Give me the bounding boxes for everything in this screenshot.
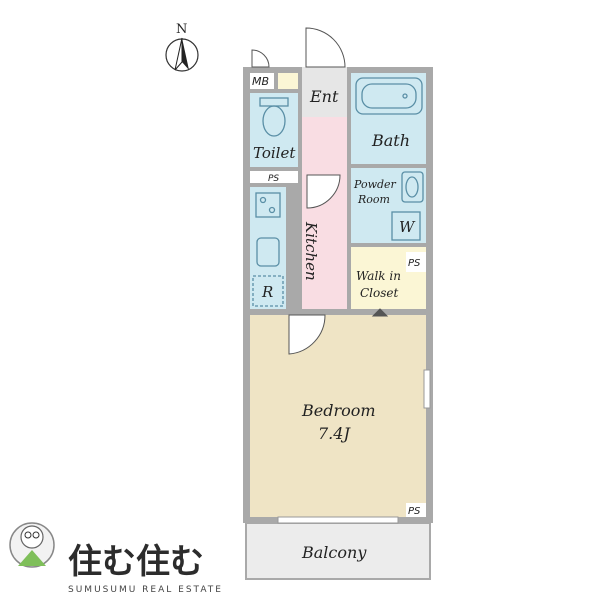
mb-room [250, 73, 274, 89]
bedroom-label: Bedroom [301, 401, 376, 420]
compass-needle-icon [182, 38, 189, 70]
mb-closet [278, 73, 298, 89]
washer-label: W [399, 218, 416, 236]
balcony-window [277, 516, 399, 524]
mascot-glasses-left-icon [24, 531, 32, 539]
powder-door [306, 174, 341, 209]
bedroom-door [288, 314, 326, 355]
closet-label-line1: Walk in [356, 269, 401, 283]
burner-1-icon [259, 196, 267, 204]
mb-door [251, 49, 270, 68]
powder-room [351, 168, 426, 243]
washbasin-bowl-icon [405, 176, 419, 198]
bedroom-size-label: 7.4J [318, 424, 351, 443]
ent-label: Ent [309, 87, 339, 106]
fridge-space-icon [252, 275, 284, 307]
closet-door-marker [371, 308, 389, 317]
powder-label-line1: Powder [353, 178, 397, 191]
ps-bedroom-box [406, 503, 426, 517]
closet-label-line2: Closet [360, 286, 399, 300]
mascot-glasses-right-icon [32, 531, 40, 539]
bathtub-inner [361, 83, 417, 109]
kitchen-area [302, 117, 347, 309]
compass: N [165, 22, 199, 72]
ps-toilet-label: PS [268, 174, 279, 184]
bath-label: Bath [371, 131, 410, 150]
toilet-room [250, 93, 298, 167]
entrance-area [302, 67, 347, 117]
mascot-tie-icon [18, 550, 46, 566]
bedroom-side-window [423, 369, 431, 409]
bath-room [351, 73, 426, 164]
toilet-label: Toilet [253, 144, 296, 162]
ps-bedroom-label: PS [408, 506, 421, 517]
fridge-label: R [261, 283, 273, 301]
bath-drain-icon [402, 93, 408, 99]
ps-closet-box [406, 252, 426, 272]
toilet-bowl-icon [262, 105, 286, 137]
washer-icon [391, 211, 421, 241]
stove-icon [255, 192, 281, 218]
powder-label-line2: Room [357, 193, 390, 206]
ps-toilet-box [250, 171, 298, 183]
bedroom-area [250, 315, 426, 517]
mascot-face-icon [20, 525, 44, 549]
compass-needle-outline [174, 37, 183, 71]
sink-icon [256, 237, 280, 267]
brand-subtitle: SUMUSUMU REAL ESTATE [68, 585, 223, 595]
brand-logo: 住む住む SUMUSUMU REAL ESTATE [9, 522, 223, 595]
ps-closet-label: PS [408, 258, 421, 269]
kitchen-label: Kitchen [302, 221, 320, 281]
door-swings [251, 27, 389, 355]
burner-2-icon [268, 206, 276, 214]
brand-name: 住む住む [68, 542, 204, 582]
bathtub-icon [355, 77, 423, 115]
entrance-door [305, 27, 346, 68]
fixtures [252, 77, 424, 307]
balcony-area [245, 522, 431, 580]
mb-label: MB [252, 75, 269, 88]
washbasin-icon [401, 171, 424, 203]
north-label: N [176, 22, 187, 37]
balcony-label: Balcony [301, 543, 367, 562]
